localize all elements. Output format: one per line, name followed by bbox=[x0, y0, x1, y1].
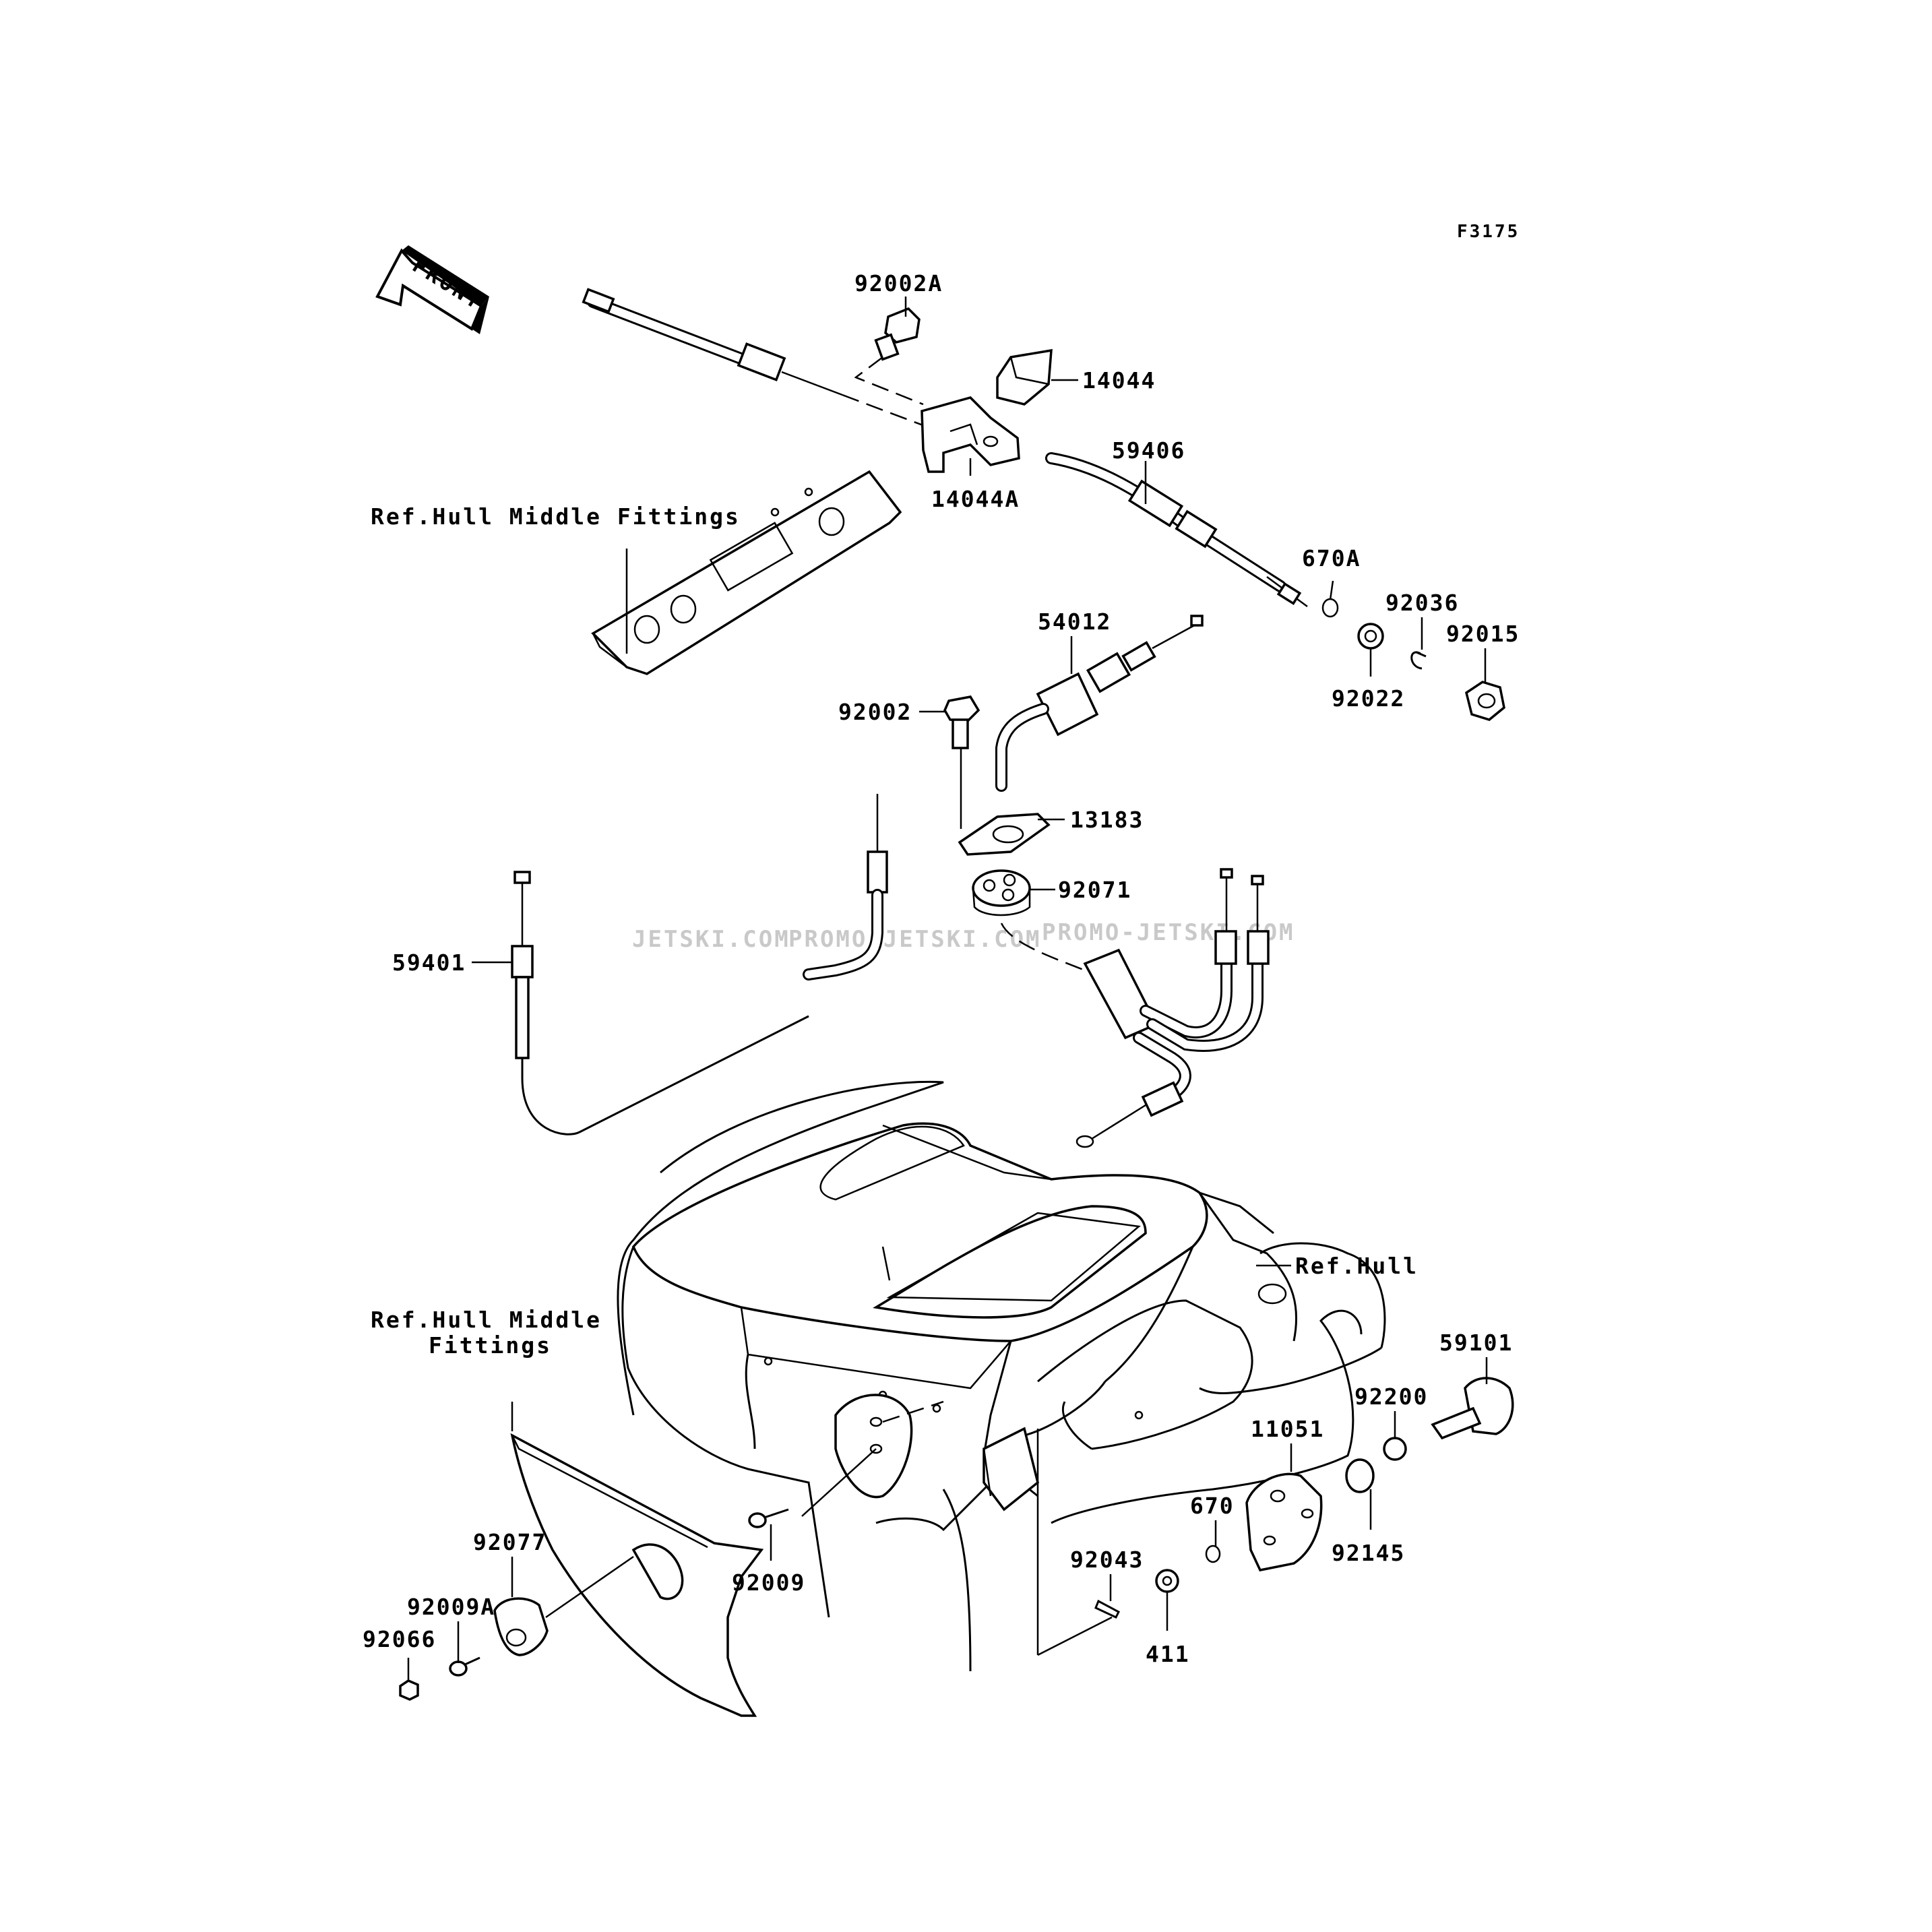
ring-670 bbox=[1205, 1545, 1221, 1563]
pin-92043 bbox=[1094, 1599, 1120, 1619]
label-92071: 92071 bbox=[1058, 877, 1131, 903]
label-92009: 92009 bbox=[732, 1569, 805, 1596]
label-92015: 92015 bbox=[1446, 621, 1520, 647]
clamp-14044 bbox=[996, 348, 1053, 406]
label-11051: 11051 bbox=[1251, 1416, 1324, 1442]
washer-92200 bbox=[1383, 1437, 1407, 1461]
cable-junction bbox=[1000, 868, 1270, 1148]
label-59401: 59401 bbox=[392, 949, 466, 976]
bracket-14044A bbox=[921, 396, 1020, 473]
watermark-1: JETSKI.COM bbox=[632, 926, 790, 953]
ref-hull-middle-fittings-bottom-line1: Ref.Hull Middle bbox=[371, 1307, 602, 1333]
ring-670A bbox=[1321, 598, 1339, 618]
label-59101: 59101 bbox=[1439, 1330, 1513, 1356]
label-92066: 92066 bbox=[363, 1626, 436, 1652]
label-92002: 92002 bbox=[838, 699, 912, 725]
cover-11051 bbox=[1245, 1472, 1323, 1571]
label-92077: 92077 bbox=[473, 1529, 547, 1555]
cable-59401 bbox=[511, 794, 888, 1135]
hull-inlet bbox=[801, 1394, 944, 1517]
lever-59101 bbox=[1431, 1377, 1514, 1440]
cable-59406 bbox=[582, 288, 1308, 608]
figure-code: F3175 bbox=[1457, 222, 1520, 242]
plate-13183 bbox=[958, 813, 1051, 856]
label-13183: 13183 bbox=[1070, 807, 1144, 833]
bolt-92002 bbox=[943, 695, 980, 829]
bolt-92002A bbox=[854, 307, 924, 406]
hull-middle-fittings-plate-top bbox=[591, 470, 902, 675]
label-670: 670 bbox=[1190, 1493, 1235, 1519]
label-92022: 92022 bbox=[1332, 685, 1405, 712]
watermark-2: PROMO-JETSKI.COM bbox=[788, 926, 1042, 953]
choke-54012 bbox=[995, 615, 1204, 792]
screw-92009 bbox=[748, 1508, 789, 1528]
washer-92022 bbox=[1357, 623, 1384, 650]
screw-92009A bbox=[449, 1656, 480, 1677]
ring-92145 bbox=[1345, 1458, 1375, 1493]
label-59406: 59406 bbox=[1112, 437, 1185, 464]
label-92145: 92145 bbox=[1332, 1540, 1405, 1566]
label-92009A: 92009A bbox=[407, 1594, 495, 1620]
label-92043: 92043 bbox=[1070, 1547, 1144, 1573]
grommet-92071 bbox=[972, 869, 1031, 916]
plug-92077 bbox=[493, 1555, 634, 1656]
ref-hull: Ref.Hull bbox=[1295, 1253, 1419, 1279]
washer-411 bbox=[1155, 1569, 1179, 1593]
ref-hull-middle-fittings-top: Ref.Hull Middle Fittings bbox=[371, 503, 741, 530]
front-arrow-icon: FRONT bbox=[375, 245, 489, 334]
label-92036: 92036 bbox=[1385, 590, 1459, 616]
label-14044: 14044 bbox=[1082, 367, 1156, 394]
label-411: 411 bbox=[1146, 1641, 1190, 1667]
label-92200: 92200 bbox=[1354, 1383, 1428, 1410]
clip-92036 bbox=[1410, 651, 1427, 670]
leader-lines bbox=[407, 297, 1488, 1681]
nut-92066 bbox=[399, 1679, 419, 1701]
hull-body bbox=[617, 1080, 1386, 1672]
label-670A: 670A bbox=[1302, 545, 1361, 571]
label-14044A: 14044A bbox=[931, 486, 1020, 512]
label-54012: 54012 bbox=[1038, 609, 1111, 635]
nut-92015 bbox=[1465, 681, 1505, 721]
ref-hull-middle-fittings-bottom-line2: Fittings bbox=[429, 1332, 552, 1359]
label-92002A: 92002A bbox=[854, 270, 943, 297]
hull-middle-fittings-panel-bottom bbox=[510, 1433, 764, 1717]
